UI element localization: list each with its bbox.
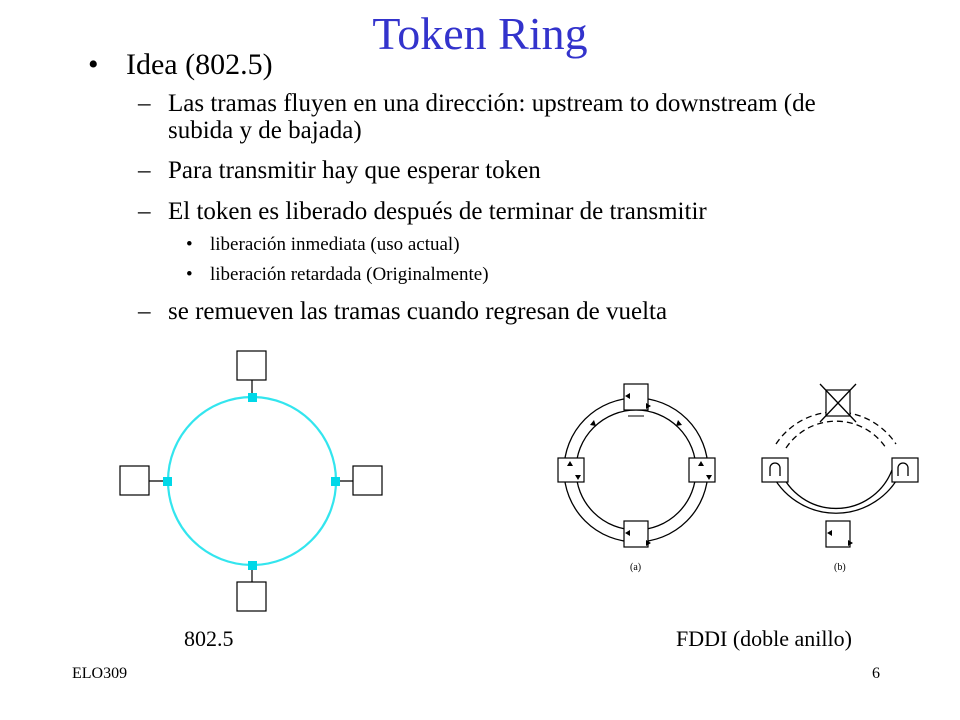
subsub-bullet-retardada: liberación retardada (Originalmente) — [210, 264, 489, 285]
station-top — [236, 350, 267, 381]
fddi-station — [761, 457, 789, 483]
label-a: (a) — [630, 562, 641, 573]
node-right — [331, 477, 340, 486]
node-left — [163, 477, 172, 486]
inner-ring-dashed — [785, 420, 887, 449]
footer-course: ELO309 — [72, 665, 128, 682]
sub-bullet-remueven: se remueven las tramas cuando regresan d… — [168, 298, 668, 325]
bullet-marker: • — [186, 234, 193, 255]
sub-bullet-token-liberado: El token es liberado después de terminar… — [168, 198, 707, 225]
node-bottom — [248, 561, 257, 570]
station-left — [119, 465, 150, 496]
dash-marker: – — [138, 198, 151, 225]
sub-bullet-tramas: Las tramas fluyen en una dirección: upst… — [168, 90, 816, 144]
station-right — [352, 465, 383, 496]
inner-ring — [779, 469, 893, 510]
arrow-icon — [827, 530, 853, 546]
subsub-bullet-inmediata: liberación inmediata (uso actual) — [210, 234, 460, 255]
bullet-idea: Idea (802.5) — [126, 48, 273, 81]
station-bottom — [236, 581, 267, 612]
label-b: (b) — [834, 562, 846, 573]
caption-fddi: FDDI (doble anillo) — [676, 626, 852, 651]
caption-8025: 802.5 — [184, 626, 234, 651]
bullet-marker: • — [88, 48, 99, 81]
sub-bullet-esperar-token: Para transmitir hay que esperar token — [168, 157, 541, 184]
arrow-icon — [590, 420, 682, 426]
dash-marker: – — [138, 90, 151, 117]
outer-ring — [769, 469, 903, 514]
fddi-station — [891, 457, 919, 483]
dash-marker: – — [138, 298, 151, 325]
loopback-icon — [769, 462, 909, 476]
fddi-station — [557, 457, 585, 483]
dash-marker: – — [138, 157, 151, 184]
fddi-ring-a — [557, 383, 716, 548]
fddi-station — [688, 457, 716, 483]
ring-circle — [166, 395, 338, 567]
ring-8025 — [119, 350, 383, 612]
bullet-marker: • — [186, 264, 193, 285]
slide-title: Token Ring — [372, 8, 588, 59]
node-top — [248, 393, 257, 402]
fddi-ring-b — [761, 383, 919, 548]
page-number: 6 — [872, 665, 880, 682]
inner-ring — [575, 409, 697, 531]
